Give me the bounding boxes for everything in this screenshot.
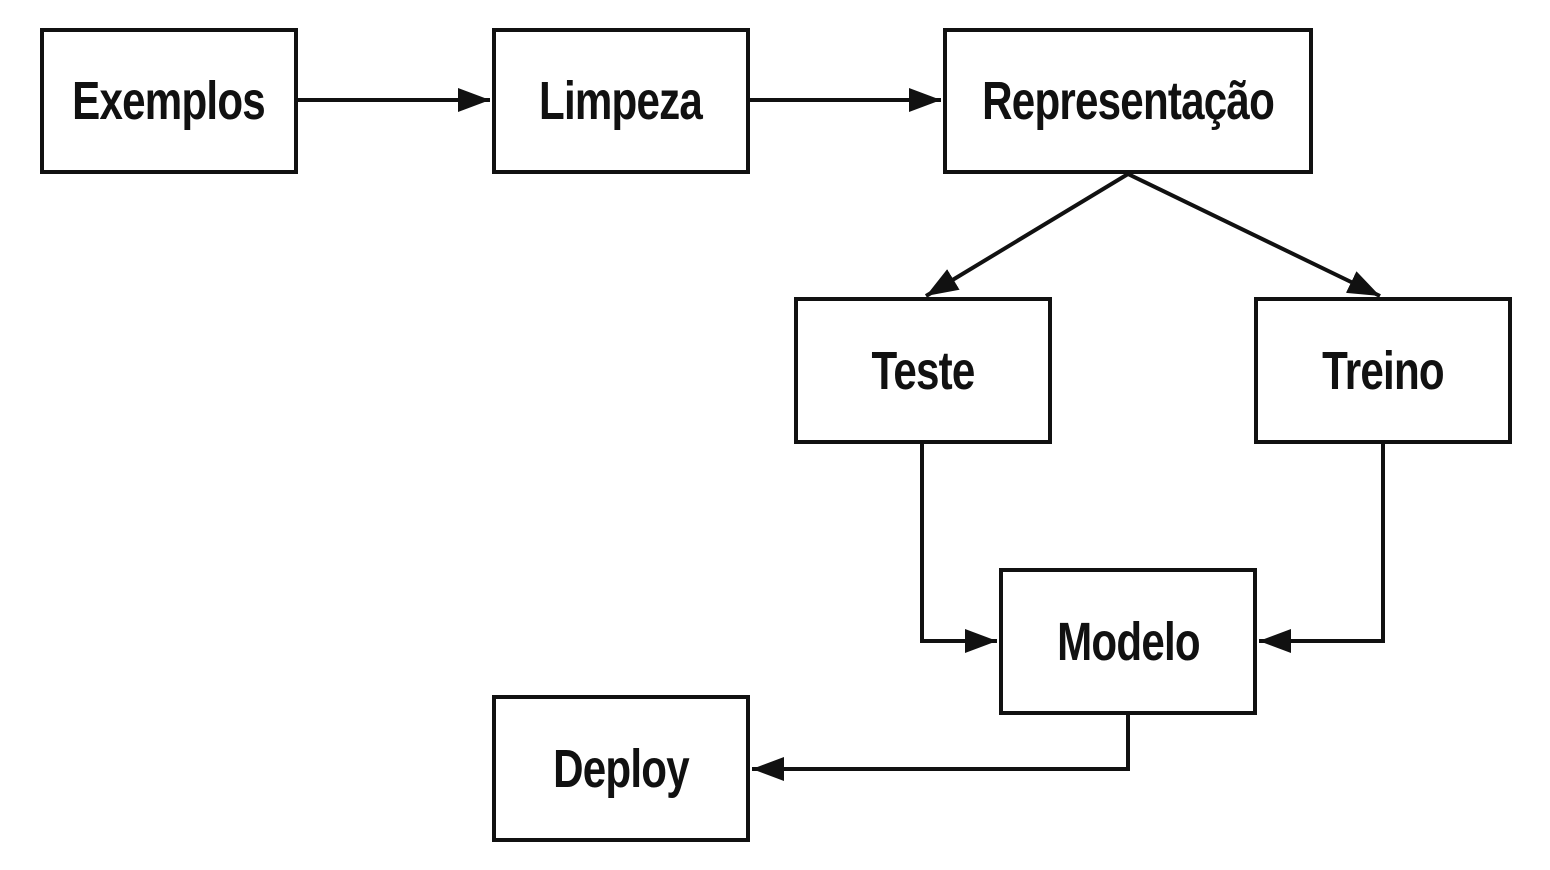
node-label-exemplos: Exemplos: [72, 71, 267, 131]
edge-representacao-teste: [924, 172, 1130, 298]
node-teste: Teste: [794, 297, 1052, 444]
node-label-treino: Treino: [1322, 340, 1444, 401]
node-exemplos: Exemplos: [40, 28, 298, 174]
node-limpeza: Limpeza: [492, 28, 750, 174]
edge-modelo-deploy: [752, 715, 1130, 781]
edge-treino-modelo: [1259, 444, 1385, 653]
edge-teste-modelo: [920, 444, 997, 653]
edge-representacao-treino: [1127, 172, 1381, 298]
node-label-limpeza: Limpeza: [539, 71, 703, 131]
node-modelo: Modelo: [999, 568, 1257, 715]
node-label-deploy: Deploy: [553, 738, 690, 799]
node-label-representacao: Representação: [982, 71, 1275, 131]
node-treino: Treino: [1254, 297, 1512, 444]
node-representacao: Representação: [943, 28, 1313, 174]
node-deploy: Deploy: [492, 695, 750, 842]
node-label-modelo: Modelo: [1056, 611, 1201, 672]
node-label-teste: Teste: [871, 340, 975, 401]
